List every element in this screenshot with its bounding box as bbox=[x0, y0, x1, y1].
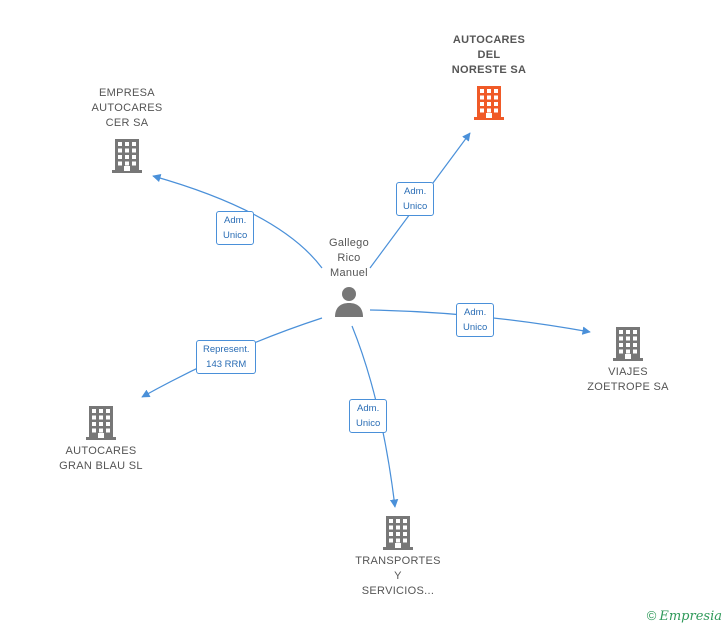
building-icon bbox=[86, 406, 116, 440]
brand-name: Empresia bbox=[659, 609, 722, 624]
empresia-watermark[interactable]: ©Empresia bbox=[647, 608, 722, 624]
company-name: AUTOCARES DEL NORESTE SA bbox=[451, 34, 527, 76]
copyright-symbol: © bbox=[646, 608, 657, 623]
company-transportes-servicios[interactable]: TRANSPORTES Y SERVICIOS... bbox=[343, 514, 453, 599]
relation-label-gran-blau: Represent. 143 RRM bbox=[196, 340, 257, 374]
person-icon bbox=[335, 287, 363, 317]
center-person-name: Gallego Rico Manuel bbox=[328, 237, 369, 279]
relation-label-transportes: Adm. Unico bbox=[349, 399, 388, 433]
company-name: EMPRESA AUTOCARES CER SA bbox=[91, 87, 163, 129]
company-viajes-zoetrope[interactable]: VIAJES ZOETROPE SA bbox=[573, 325, 683, 395]
building-icon bbox=[474, 86, 504, 120]
company-name: VIAJES ZOETROPE SA bbox=[587, 366, 669, 393]
relation-label-noreste: Adm. Unico bbox=[396, 182, 435, 216]
company-autocares-gran-blau[interactable]: AUTOCARES GRAN BLAU SL bbox=[43, 404, 159, 474]
relation-label-zoetrope: Adm. Unico bbox=[456, 303, 495, 337]
building-icon bbox=[112, 139, 142, 173]
building-icon bbox=[613, 327, 643, 361]
edge-empresa-autocares-cer bbox=[152, 174, 323, 269]
relation-label-cer: Adm. Unico bbox=[216, 211, 255, 245]
building-icon bbox=[383, 516, 413, 550]
company-empresa-autocares-cer[interactable]: EMPRESA AUTOCARES CER SA bbox=[72, 86, 182, 173]
company-name: AUTOCARES GRAN BLAU SL bbox=[59, 445, 143, 472]
center-person-node[interactable]: Gallego Rico Manuel bbox=[304, 236, 394, 317]
company-name: TRANSPORTES Y SERVICIOS... bbox=[355, 555, 441, 597]
company-autocares-noreste[interactable]: AUTOCARES DEL NORESTE SA bbox=[434, 33, 544, 120]
